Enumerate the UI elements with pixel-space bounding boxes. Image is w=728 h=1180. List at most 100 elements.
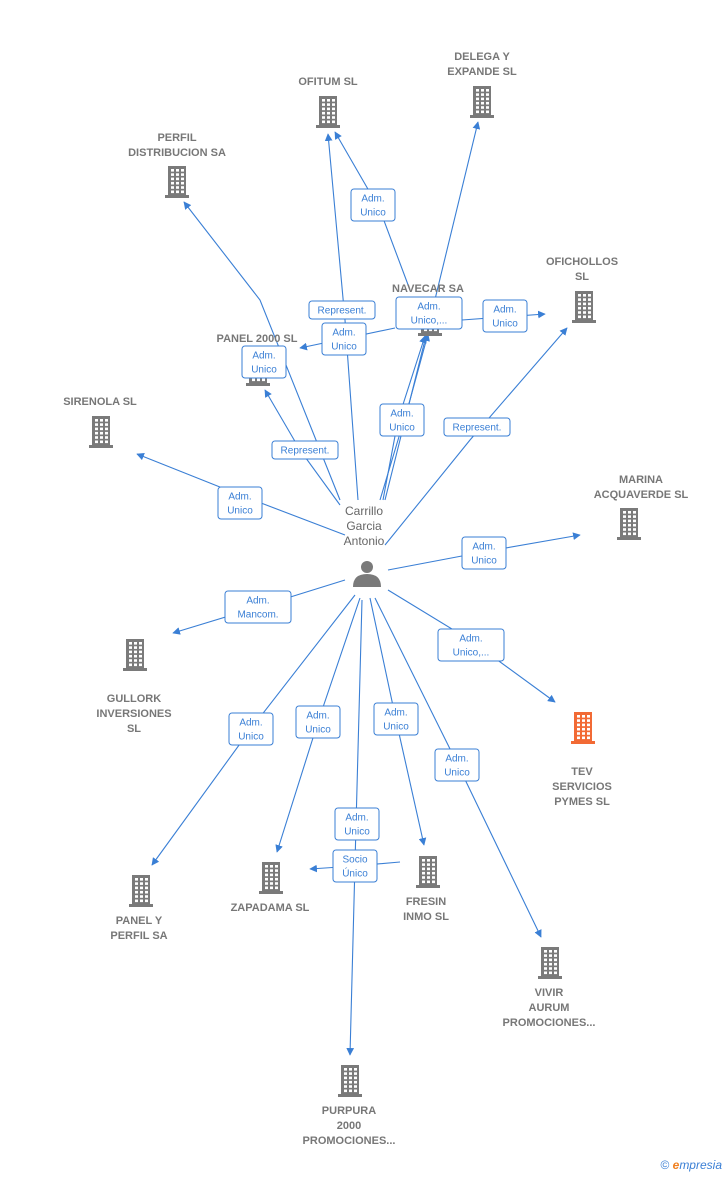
- building-window: [332, 103, 335, 106]
- building-window: [270, 877, 273, 881]
- building-window: [134, 650, 137, 654]
- edge-label-e5[interactable]: Adm.Unico: [482, 299, 528, 333]
- building-window: [176, 177, 179, 181]
- building-window: [623, 519, 626, 523]
- node-label-purpura: 2000: [337, 1120, 361, 1132]
- node-label-zapadama: ZAPADAMA SL: [231, 902, 310, 914]
- building-window: [578, 298, 581, 301]
- edge-label-e2[interactable]: Represent.: [308, 300, 376, 320]
- edge-label-e9[interactable]: Represent.: [271, 440, 339, 460]
- building-window: [265, 869, 268, 872]
- building-window: [95, 427, 98, 431]
- building-window: [171, 186, 174, 189]
- building-window: [171, 169, 174, 172]
- edge-label-text: Único: [342, 867, 368, 880]
- edge-label-e12[interactable]: Adm.Mancom.: [224, 590, 292, 624]
- building-window: [582, 715, 585, 718]
- node-label-panel2000: PANEL 2000 SL: [217, 333, 298, 345]
- building-window: [129, 663, 132, 667]
- edge-label-e16[interactable]: Adm.Unico: [295, 705, 341, 739]
- node-label-fresin: INMO SL: [403, 911, 449, 923]
- building-window: [344, 1080, 347, 1084]
- edge-label-e11[interactable]: Adm.Unico: [217, 486, 263, 520]
- building-window: [549, 962, 552, 966]
- building-window: [171, 181, 174, 185]
- edge-label-e10[interactable]: Adm.Unico: [241, 345, 287, 379]
- building-window: [583, 306, 586, 310]
- building-base: [316, 125, 340, 128]
- building-window: [429, 328, 432, 332]
- edge-label-e14[interactable]: Adm.Unico: [461, 536, 507, 570]
- person-icon-body: [353, 574, 381, 587]
- node-label-fresin: FRESIN: [406, 896, 446, 908]
- building-window: [100, 419, 103, 422]
- edge-label-box: [321, 322, 367, 356]
- edge-label-e6[interactable]: Adm.Unico: [321, 322, 367, 356]
- node-fresin[interactable]: FRESIN INMO SL: [403, 856, 449, 923]
- building-window: [129, 646, 132, 649]
- building-window: [349, 1089, 352, 1093]
- edge-label-e8[interactable]: Represent.: [443, 417, 511, 437]
- building-window: [332, 120, 335, 124]
- edge-label-e3[interactable]: Adm.Unico: [334, 807, 380, 841]
- edge-label-text: Unico: [331, 342, 357, 353]
- building-base: [416, 885, 440, 888]
- node-purpura[interactable]: PURPURA2000PROMOCIONES...: [303, 1065, 396, 1147]
- building-window: [583, 298, 586, 301]
- edge-label-text: Adm.: [239, 718, 262, 729]
- edge-label-e17[interactable]: Adm.Unico: [373, 702, 419, 736]
- node-label-perfil: PERFIL: [157, 132, 196, 144]
- building-window: [181, 186, 184, 189]
- node-sirenola[interactable]: SIRENOLA SL: [63, 396, 137, 448]
- building-window: [275, 877, 278, 881]
- building-window: [327, 103, 330, 106]
- edge-label-e4[interactable]: Adm.Unico,...: [395, 296, 463, 330]
- building-window: [432, 863, 435, 866]
- node-label-panelyp: PANEL Y: [116, 915, 163, 927]
- building-window: [577, 732, 580, 735]
- building-window: [139, 642, 142, 645]
- edge-label-box: [350, 188, 396, 222]
- building-window: [577, 736, 580, 740]
- edge-label-e7[interactable]: Adm.Unico: [379, 403, 425, 437]
- building-window: [432, 859, 435, 862]
- building-window: [181, 177, 184, 181]
- building-window: [332, 111, 335, 115]
- edge-label-box: [461, 536, 507, 570]
- building-window: [476, 106, 479, 109]
- building-window: [633, 511, 636, 514]
- building-window: [623, 511, 626, 514]
- building-icon: [470, 86, 494, 118]
- building-window: [344, 1089, 347, 1093]
- edge-label-e13[interactable]: Adm.Unico,...: [437, 628, 505, 662]
- edge-label-e15[interactable]: Adm.Unico: [228, 712, 274, 746]
- building-base: [246, 383, 270, 386]
- building-window: [139, 663, 142, 667]
- building-window: [481, 110, 484, 114]
- building-window: [134, 663, 137, 667]
- building-window: [140, 886, 143, 890]
- node-ofitum[interactable]: OFITUM SL: [298, 76, 358, 128]
- building-window: [554, 958, 557, 962]
- edge-label-e1[interactable]: Adm.Unico: [350, 188, 396, 222]
- edge-label-e18[interactable]: Adm.Unico: [434, 748, 480, 782]
- building-icon: [617, 508, 641, 540]
- node-zapadama[interactable]: ZAPADAMA SL: [231, 862, 310, 914]
- building-window: [588, 294, 591, 297]
- node-vivir[interactable]: VIVIRAURUMPROMOCIONES...: [503, 947, 596, 1029]
- building-base: [89, 445, 113, 448]
- building-window: [322, 99, 325, 102]
- building-window: [344, 1068, 347, 1071]
- edge-label-text: Adm.: [228, 492, 251, 503]
- building-window: [275, 886, 278, 890]
- building-window: [628, 519, 631, 523]
